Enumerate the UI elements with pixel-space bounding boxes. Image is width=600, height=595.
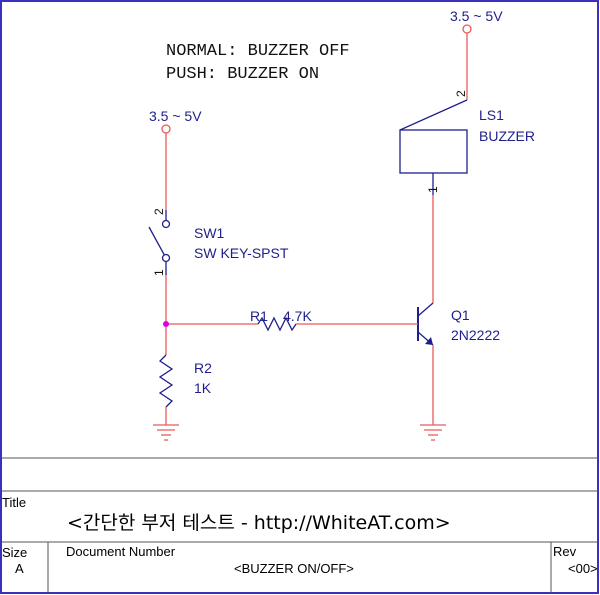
ground-left bbox=[153, 424, 179, 441]
ls1-pin-1: 1 bbox=[426, 186, 440, 193]
ls1-pin-2: 2 bbox=[454, 90, 468, 97]
r1-ref: R1 bbox=[250, 308, 268, 324]
junction-dot bbox=[163, 321, 169, 327]
docnum-value: <BUZZER ON/OFF> bbox=[234, 561, 354, 576]
r2-value: 1K bbox=[194, 380, 212, 396]
sw1-pin-2: 2 bbox=[152, 208, 166, 215]
power-right-label: 3.5 ~ 5V bbox=[450, 8, 503, 24]
power-port-right: 3.5 ~ 5V bbox=[450, 8, 503, 34]
q1-value: 2N2222 bbox=[451, 327, 500, 343]
rev-label: Rev bbox=[553, 544, 577, 559]
title-block bbox=[1, 457, 598, 593]
title-label: Title bbox=[2, 495, 26, 510]
buzzer-ls1 bbox=[399, 99, 468, 195]
ls1-ref: LS1 bbox=[479, 107, 504, 123]
r2-ref: R2 bbox=[194, 360, 212, 376]
q1-ref: Q1 bbox=[451, 307, 470, 323]
ground-right bbox=[420, 424, 446, 441]
resistor-r2 bbox=[158, 354, 174, 408]
power-port-left: 3.5 ~ 5V bbox=[149, 108, 202, 134]
transistor-q1 bbox=[417, 302, 434, 346]
note-push: PUSH: BUZZER ON bbox=[166, 65, 319, 84]
switch-sw1 bbox=[148, 210, 171, 275]
sw1-value: SW KEY-SPST bbox=[194, 245, 289, 261]
sw1-ref: SW1 bbox=[194, 225, 225, 241]
note-normal: NORMAL: BUZZER OFF bbox=[166, 42, 350, 61]
ls1-value: BUZZER bbox=[479, 128, 535, 144]
size-label: Size bbox=[2, 545, 27, 560]
title-value: <간단한 부저 테스트 - http://WhiteAT.com> bbox=[67, 512, 451, 534]
size-value: A bbox=[15, 561, 24, 576]
r1-value: 4.7K bbox=[283, 308, 312, 324]
resistor-r1 bbox=[257, 316, 297, 332]
sw1-pin-1: 1 bbox=[152, 269, 166, 276]
rev-value: <00> bbox=[568, 561, 598, 576]
docnum-label: Document Number bbox=[66, 544, 176, 559]
power-left-label: 3.5 ~ 5V bbox=[149, 108, 202, 124]
